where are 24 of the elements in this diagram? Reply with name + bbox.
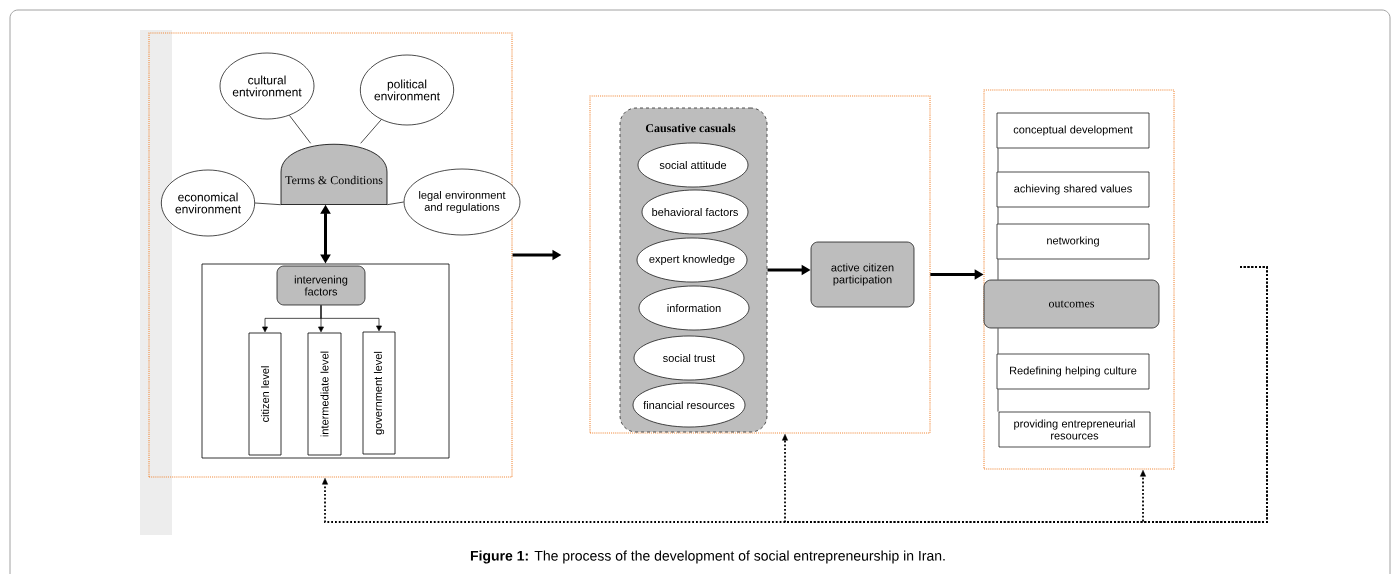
- connector-line: [997, 389, 999, 412]
- process-box: intervening factors: [276, 265, 366, 306]
- connector-line: [997, 259, 999, 280]
- level-box: intermediate level: [307, 332, 342, 456]
- arrow: [1140, 266, 1268, 523]
- process-box: active citizen participation: [810, 241, 915, 308]
- connector-line: [997, 148, 999, 172]
- outcome-box: conceptual development: [996, 112, 1150, 149]
- connector-line: [997, 207, 999, 224]
- connector-line: [289, 115, 311, 144]
- outcome-box: providing entrepreneurial resources: [998, 411, 1151, 448]
- outcome-box: Redefining helping culture: [996, 353, 1150, 390]
- level-box: citizen level: [248, 332, 282, 456]
- caption: Figure 1: The process of the development of social entrepreneurship in Iran.: [470, 550, 945, 564]
- dome-box: Terms & Conditions: [280, 143, 388, 205]
- connector-line: [386, 201, 405, 206]
- outcome-box: achieving shared values: [996, 171, 1150, 208]
- connector-line: [254, 202, 282, 206]
- connector-line: [997, 328, 999, 354]
- outcome-box: networking: [996, 223, 1150, 260]
- level-box: government level: [362, 331, 396, 455]
- process-box: outcomes: [983, 279, 1160, 329]
- connector-line: [360, 119, 382, 144]
- arrow: [320, 305, 382, 332]
